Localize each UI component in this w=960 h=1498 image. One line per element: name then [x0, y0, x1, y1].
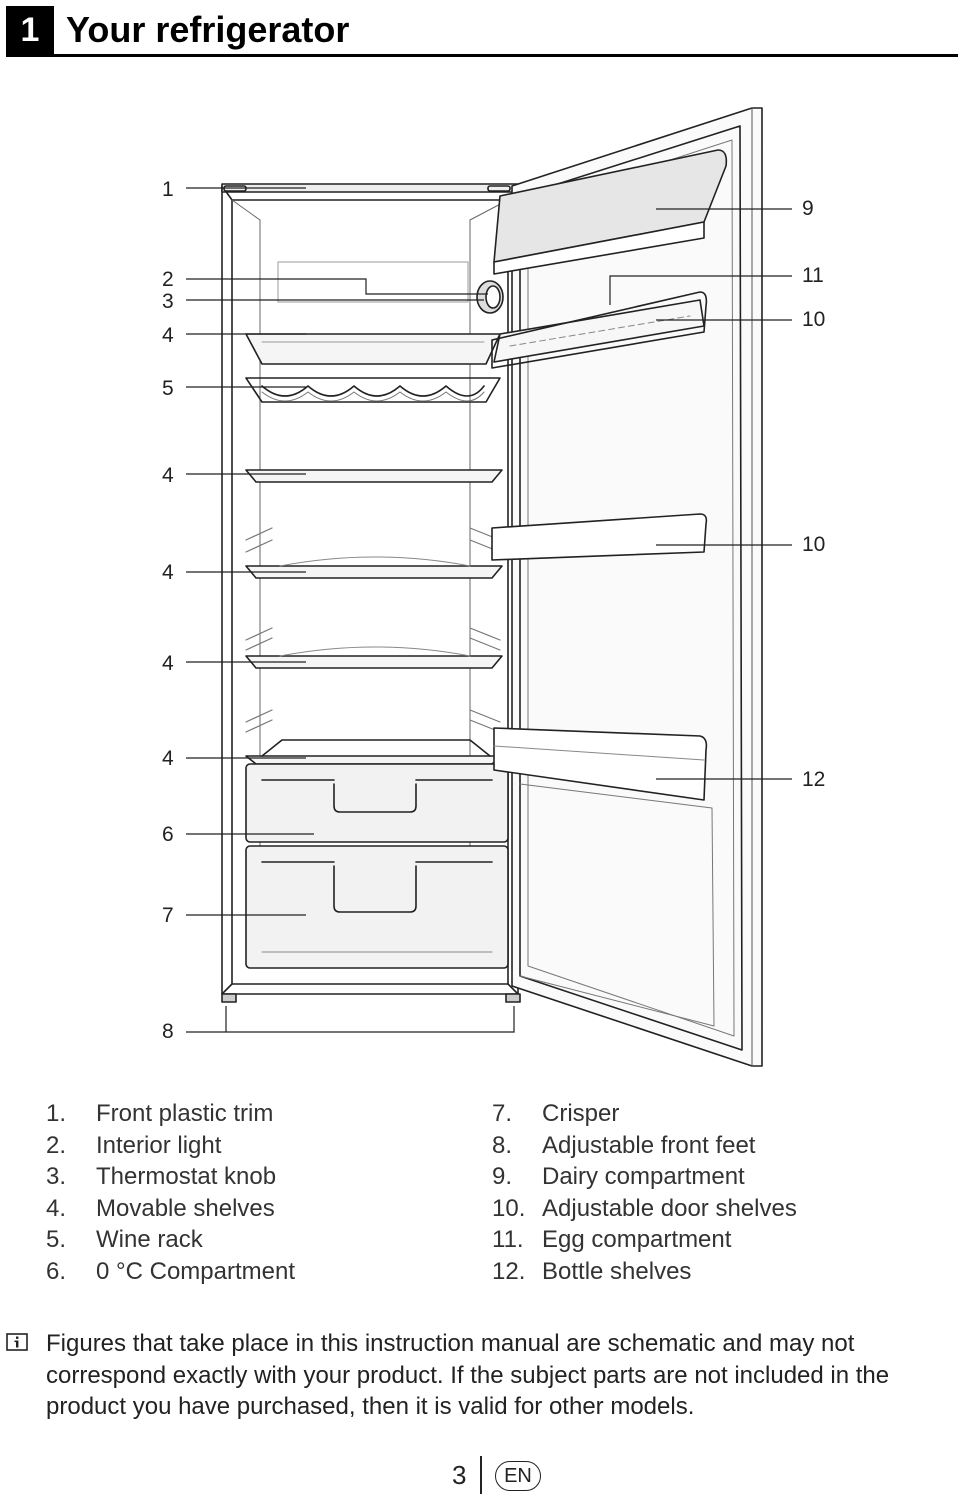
callout-leaders [186, 187, 792, 1033]
language-badge: EN [495, 1461, 541, 1491]
list-item: 1. Front plastic trim [46, 1098, 295, 1130]
list-item: 5. Wine rack [46, 1224, 295, 1256]
dairy-compartment [493, 149, 728, 275]
item-label: Wine rack [96, 1226, 203, 1254]
item-label: Interior light [96, 1131, 222, 1159]
item-number: 6. [46, 1257, 67, 1285]
refrigerator-diagram [186, 107, 792, 1067]
door-shelf [491, 513, 708, 561]
item-number: 2. [46, 1131, 67, 1159]
callout-label: 2 [162, 268, 174, 291]
movable-shelf [245, 646, 503, 669]
item-number: 3. [46, 1163, 67, 1191]
parts-list-right: 7. Crisper 8. Adjustable front feet 9. Dair… [492, 1098, 797, 1288]
list-item: 3. Thermostat knob [46, 1161, 295, 1193]
item-label: Adjustable door shelves [542, 1194, 797, 1222]
callout-label: 10 [802, 308, 826, 331]
item-number: 11. [492, 1226, 524, 1254]
item-label: Egg compartment [542, 1226, 732, 1254]
callout-label: 4 [162, 561, 174, 584]
callout-label: 3 [162, 290, 174, 313]
item-label: 0 °C Compartment [96, 1257, 295, 1285]
item-number: 7. [492, 1100, 513, 1127]
item-label: Bottle shelves [542, 1257, 692, 1285]
info-icon [6, 1333, 28, 1351]
item-label: Front plastic trim [96, 1100, 274, 1127]
item-number: 4. [46, 1194, 67, 1222]
item-number: 12. [492, 1257, 526, 1285]
callout-label: 4 [162, 747, 174, 770]
footer-divider [480, 1456, 482, 1494]
list-item: 9. Dairy compartment [492, 1161, 797, 1193]
item-number: 1. [46, 1100, 67, 1127]
callout-label: 4 [162, 464, 174, 487]
list-item: 8. Adjustable front feet [492, 1130, 797, 1162]
bottle-shelf [493, 727, 708, 801]
section-number: 1 [6, 6, 54, 54]
list-item: 11. Egg compartment [492, 1224, 797, 1256]
page-footer: 3 EN [0, 1456, 960, 1496]
list-item: 10. Adjustable door shelves [492, 1193, 797, 1225]
callout-label: 8 [162, 1020, 174, 1043]
item-label: Dairy compartment [542, 1163, 745, 1191]
section-header: 1 Your refrigerator [6, 4, 958, 57]
list-item: 2. Interior light [46, 1130, 295, 1162]
callout-label: 9 [802, 197, 814, 220]
thermostat-knob [476, 280, 504, 314]
callout-label: 7 [162, 904, 174, 927]
callout-label: 4 [162, 324, 174, 347]
list-item: 6. 0 °C Compartment [46, 1256, 295, 1288]
callout-label: 11 [802, 264, 824, 287]
crisper [245, 845, 509, 969]
door-shelf [491, 291, 708, 369]
zero-degree-compartment [245, 763, 509, 843]
item-number: 5. [46, 1226, 67, 1254]
callout-label: 4 [162, 652, 174, 675]
item-label: Thermostat knob [96, 1163, 277, 1191]
wine-rack [245, 377, 501, 403]
item-label: Crisper [542, 1100, 620, 1127]
shelf-rails [245, 527, 501, 733]
item-number: 9. [492, 1163, 513, 1191]
adjustable-feet [221, 993, 521, 1003]
item-number: 8. [492, 1131, 513, 1159]
callout-label: 1 [162, 178, 174, 201]
movable-shelf [245, 469, 503, 483]
movable-shelf [245, 556, 503, 579]
top-shelf [245, 333, 501, 365]
note-text: Figures that take place in this instruct… [46, 1330, 890, 1421]
list-item: 7. Crisper [492, 1098, 797, 1130]
parts-list-left: 1. Front plastic trim 2. Interior light 3.… [46, 1098, 295, 1288]
list-item: 12. Bottle shelves [492, 1256, 797, 1288]
callout-label: 12 [802, 768, 826, 791]
callout-label: 5 [162, 377, 174, 400]
item-label: Adjustable front feet [542, 1131, 756, 1159]
item-number: 10. [492, 1194, 526, 1222]
section-title: Your refrigerator [66, 9, 350, 50]
item-label: Movable shelves [96, 1194, 275, 1222]
list-item: 4. Movable shelves [46, 1193, 295, 1225]
movable-shelf [245, 739, 503, 765]
page-number: 3 [452, 1460, 467, 1490]
callout-label: 10 [802, 533, 826, 556]
callout-label: 6 [162, 823, 174, 846]
interior-light [277, 261, 469, 303]
